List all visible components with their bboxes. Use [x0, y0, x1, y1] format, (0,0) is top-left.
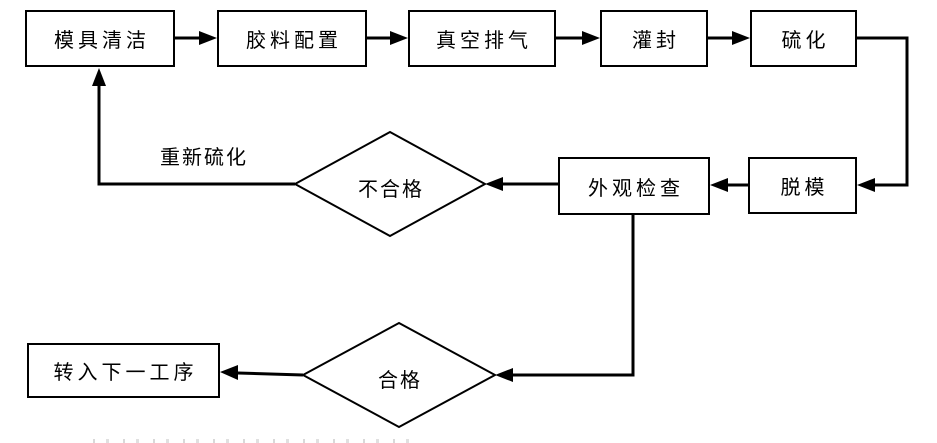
arrowhead-into-unqualified	[485, 177, 503, 191]
arrowhead-into-visual-inspection	[710, 178, 728, 192]
node-next-process: 转入下一工序	[27, 343, 220, 398]
edge-qualified-to-next-line	[237, 371, 304, 377]
edge-inspection-to-qualified-line	[513, 215, 635, 377]
arrowhead-into-next-process	[220, 365, 238, 380]
arrowhead-into-qualified	[495, 368, 513, 382]
node-potting: 灌封	[600, 10, 708, 67]
arrowhead-into-demolding	[857, 178, 875, 192]
node-curing: 硫化	[750, 10, 857, 67]
decision-unqualified-label: 不合格	[358, 177, 424, 201]
decision-qualified-diamond	[300, 321, 498, 429]
arrowhead-into-curing	[732, 31, 750, 45]
decision-unqualified-diamond	[292, 130, 488, 238]
node-demolding: 脱模	[748, 157, 857, 214]
arrowhead-into-mold-cleaning	[92, 68, 106, 86]
edge-curing-to-demolding-line	[855, 36, 909, 187]
arrowhead-into-vacuum-degassing	[390, 31, 408, 45]
arrowhead-into-compound-preparation	[199, 31, 217, 45]
node-compound-preparation: 胶料配置	[217, 10, 367, 67]
node-visual-inspection: 外观检查	[558, 157, 710, 215]
cropped-caption-fragment	[93, 439, 423, 443]
edge-unqualified-to-mold-line	[97, 86, 295, 186]
edge-label-recure: 重新硫化	[160, 145, 248, 169]
decision-qualified-label: 合格	[378, 368, 422, 392]
arrowhead-into-potting	[582, 31, 600, 45]
node-mold-cleaning: 模具清洁	[25, 10, 175, 67]
node-vacuum-degassing: 真空排气	[408, 10, 556, 67]
